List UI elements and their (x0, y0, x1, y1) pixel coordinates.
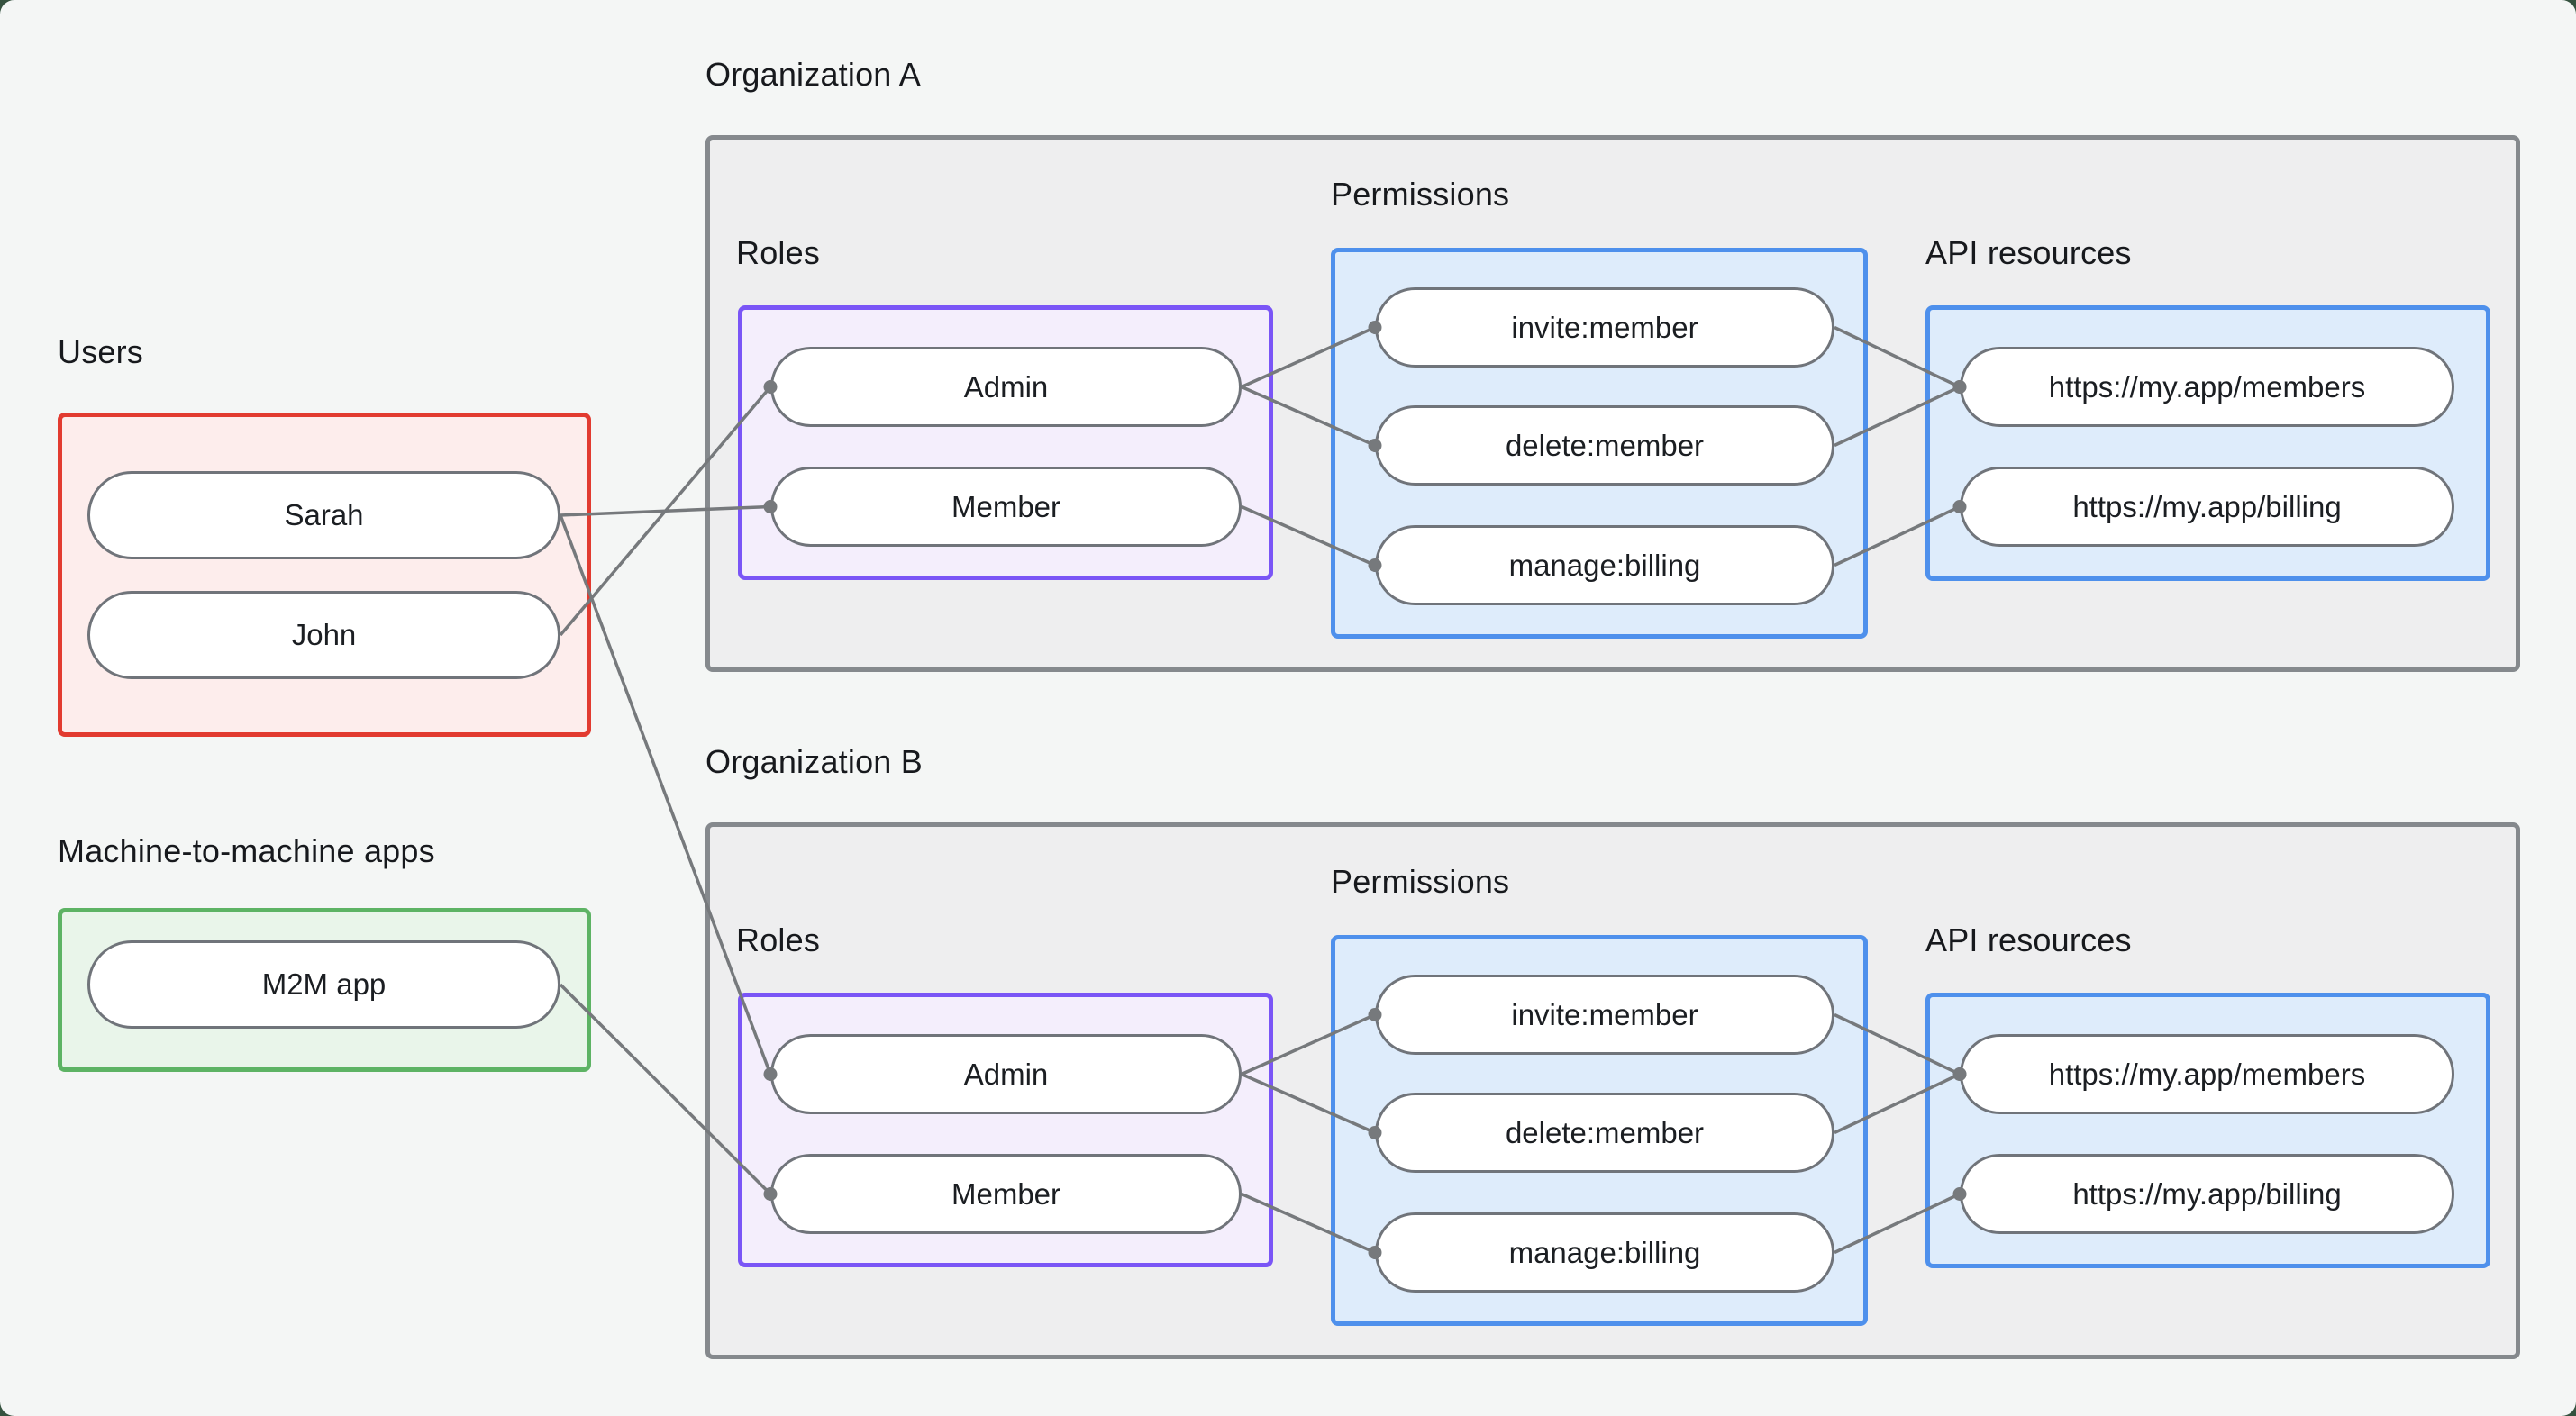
users-group-label: Users (58, 333, 144, 370)
org-a-api-billing: https://my.app/billing (1960, 467, 2454, 547)
org-a-role-admin: Admin (770, 347, 1242, 427)
org-b-api-label: API resources (1925, 921, 2132, 958)
org-a-permission-invite: invite:member (1375, 287, 1834, 368)
org-b-role-admin: Admin (770, 1034, 1242, 1114)
user-node-john: John (87, 591, 560, 679)
org-b-permission-invite: invite:member (1375, 975, 1834, 1055)
org-a-title: Organization A (705, 56, 921, 93)
org-a-api-members: https://my.app/members (1960, 347, 2454, 427)
org-b-title: Organization B (705, 743, 923, 780)
org-a-role-member: Member (770, 467, 1242, 547)
org-b-permission-delete: delete:member (1375, 1093, 1834, 1173)
org-a-api-label: API resources (1925, 234, 2132, 271)
m2m-app-node: M2M app (87, 940, 560, 1029)
org-a-permission-manage: manage:billing (1375, 525, 1834, 605)
org-b-permission-manage: manage:billing (1375, 1212, 1834, 1293)
org-b-api-billing: https://my.app/billing (1960, 1154, 2454, 1234)
org-b-role-member: Member (770, 1154, 1242, 1234)
org-b-permissions-label: Permissions (1331, 863, 1510, 900)
user-node-sarah: Sarah (87, 471, 560, 559)
org-a-permissions-label: Permissions (1331, 176, 1510, 213)
org-b-api-members: https://my.app/members (1960, 1034, 2454, 1114)
org-b-roles-label: Roles (736, 921, 821, 958)
m2m-group-label: Machine-to-machine apps (58, 832, 435, 869)
org-a-roles-label: Roles (736, 234, 821, 271)
users-group-box (58, 413, 591, 737)
org-a-permission-delete: delete:member (1375, 405, 1834, 486)
